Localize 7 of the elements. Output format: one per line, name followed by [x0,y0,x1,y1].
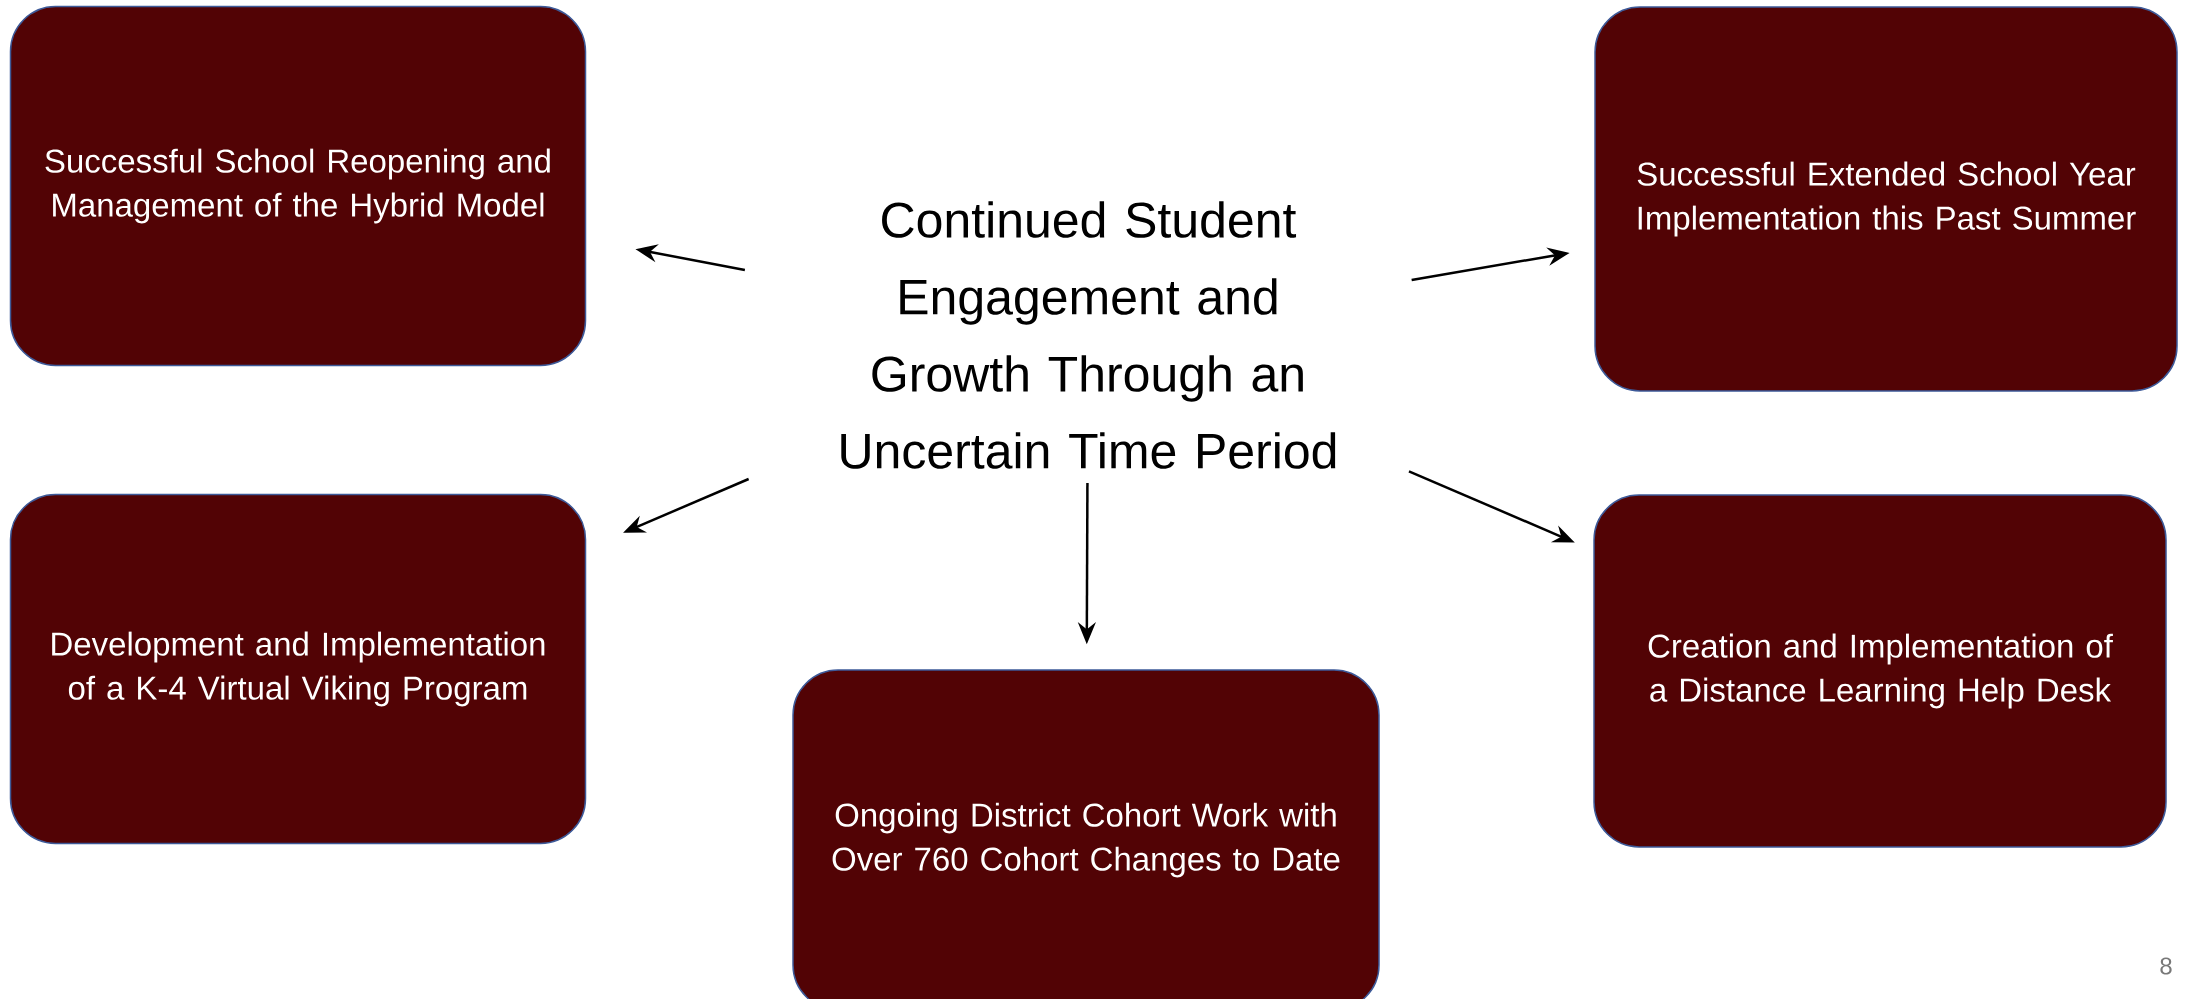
rounded-box: Successful Extended School Year Implementation this Past Summer [1594,6,2178,392]
rounded-box: Development and Implementation of a K-4 Virtual Viking Program [9,493,587,845]
central-text: Continued Student Engagement and Growth Through an Uncertain Time Period [841,201,1336,469]
rounded-box: Successful School Reopening and Management of the Hybrid Model [9,5,587,367]
page-number: 8 [2160,957,2172,975]
rounded-box: Creation and Implementation of a Distance Learning Help Desk [1593,494,2167,848]
rounded-box: Ongoing District Cohort Work with Over 760 Cohort Changes to Date [792,669,1380,999]
